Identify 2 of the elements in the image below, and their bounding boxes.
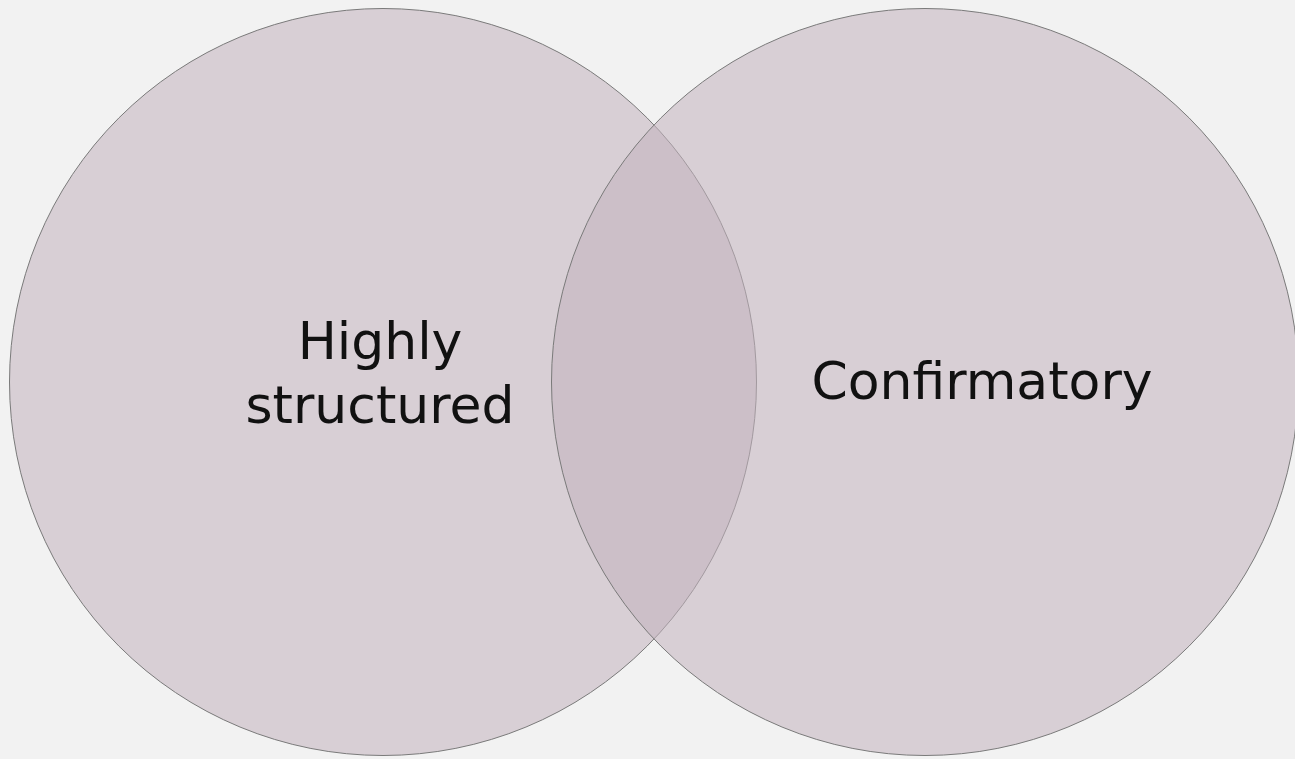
circle-label: Highly structured	[244, 310, 516, 437]
circle-label: Confirmatory	[810, 350, 1154, 413]
